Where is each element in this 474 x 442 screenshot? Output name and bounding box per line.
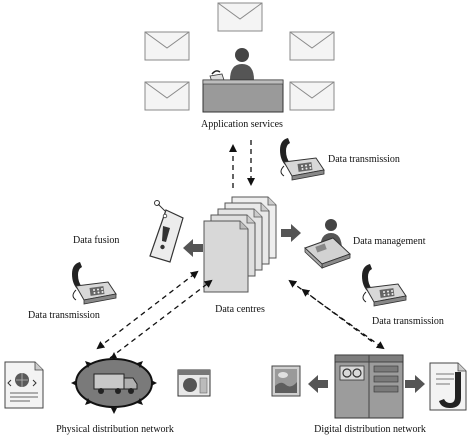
data-fusion-label: Data fusion	[73, 235, 119, 246]
data-transmission-left-label: Data transmission	[28, 310, 100, 321]
envelope-icon-top	[217, 2, 263, 32]
delivery-truck-oval-icon	[71, 352, 157, 414]
envelope-icon-lower-left	[144, 81, 190, 111]
data-management-label: Data management	[353, 236, 426, 247]
document-globe-icon	[4, 361, 44, 409]
data-transmission-right-label: Data transmission	[372, 316, 444, 327]
envelope-icon-upper-left	[144, 31, 190, 61]
telephone-icon-top	[279, 137, 325, 181]
envelope-icon-lower-right	[289, 81, 335, 111]
telephone-icon-left	[71, 261, 117, 305]
envelope-icon-upper-right	[289, 31, 335, 61]
application-services-label: Application services	[201, 119, 283, 130]
arrow-to-photo	[308, 375, 328, 393]
arrow-to-document	[405, 375, 425, 393]
arrow-diagonal-left-a	[96, 270, 199, 350]
data-centres-label: Data centres	[215, 304, 265, 315]
data-management-icon	[304, 219, 351, 269]
data-fusion-tag-icon	[149, 200, 184, 263]
server-cabinet-icon	[334, 354, 404, 419]
browser-window-icon	[177, 369, 211, 397]
telephone-icon-right	[361, 263, 407, 307]
data-transmission-top-label: Data transmission	[328, 154, 400, 165]
arrow-diagonal-left-b	[109, 279, 213, 359]
application-services-desk-icon	[202, 48, 284, 113]
digital-distribution-network-label: Digital distribution network	[314, 424, 426, 435]
arrow-to-data-fusion	[183, 239, 203, 257]
physical-distribution-network-label: Physical distribution network	[56, 424, 174, 435]
arrow-diagonal-right-b	[301, 288, 375, 344]
arrow-to-data-management	[281, 224, 301, 242]
data-centres-stack-icon	[203, 196, 277, 293]
photo-thumbnail-icon	[271, 365, 301, 397]
document-j-icon	[429, 362, 467, 411]
